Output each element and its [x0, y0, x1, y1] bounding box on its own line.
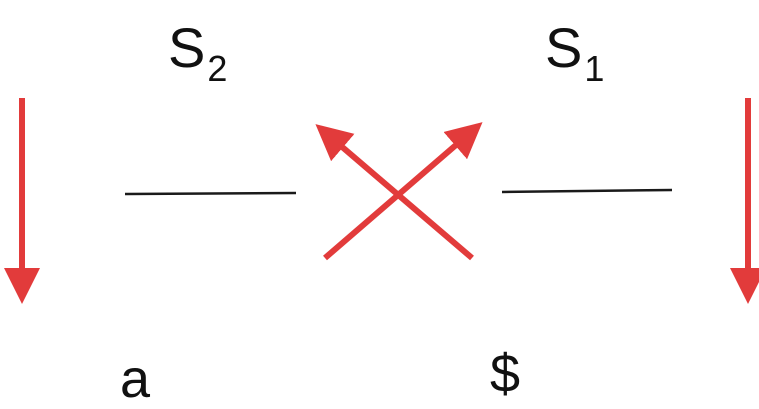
cross-arrow-up-right: [323, 122, 483, 261]
right-horizontal-line: [501, 188, 673, 194]
s2-label: S2: [168, 16, 228, 89]
s2-subscript: 2: [207, 48, 228, 89]
s1-subscript: 1: [584, 48, 605, 89]
right-symbol-label: $: [490, 344, 521, 404]
s1-label: S1: [545, 16, 605, 89]
left-symbol-label: a: [120, 349, 151, 409]
left-horizontal-line: [124, 191, 297, 196]
